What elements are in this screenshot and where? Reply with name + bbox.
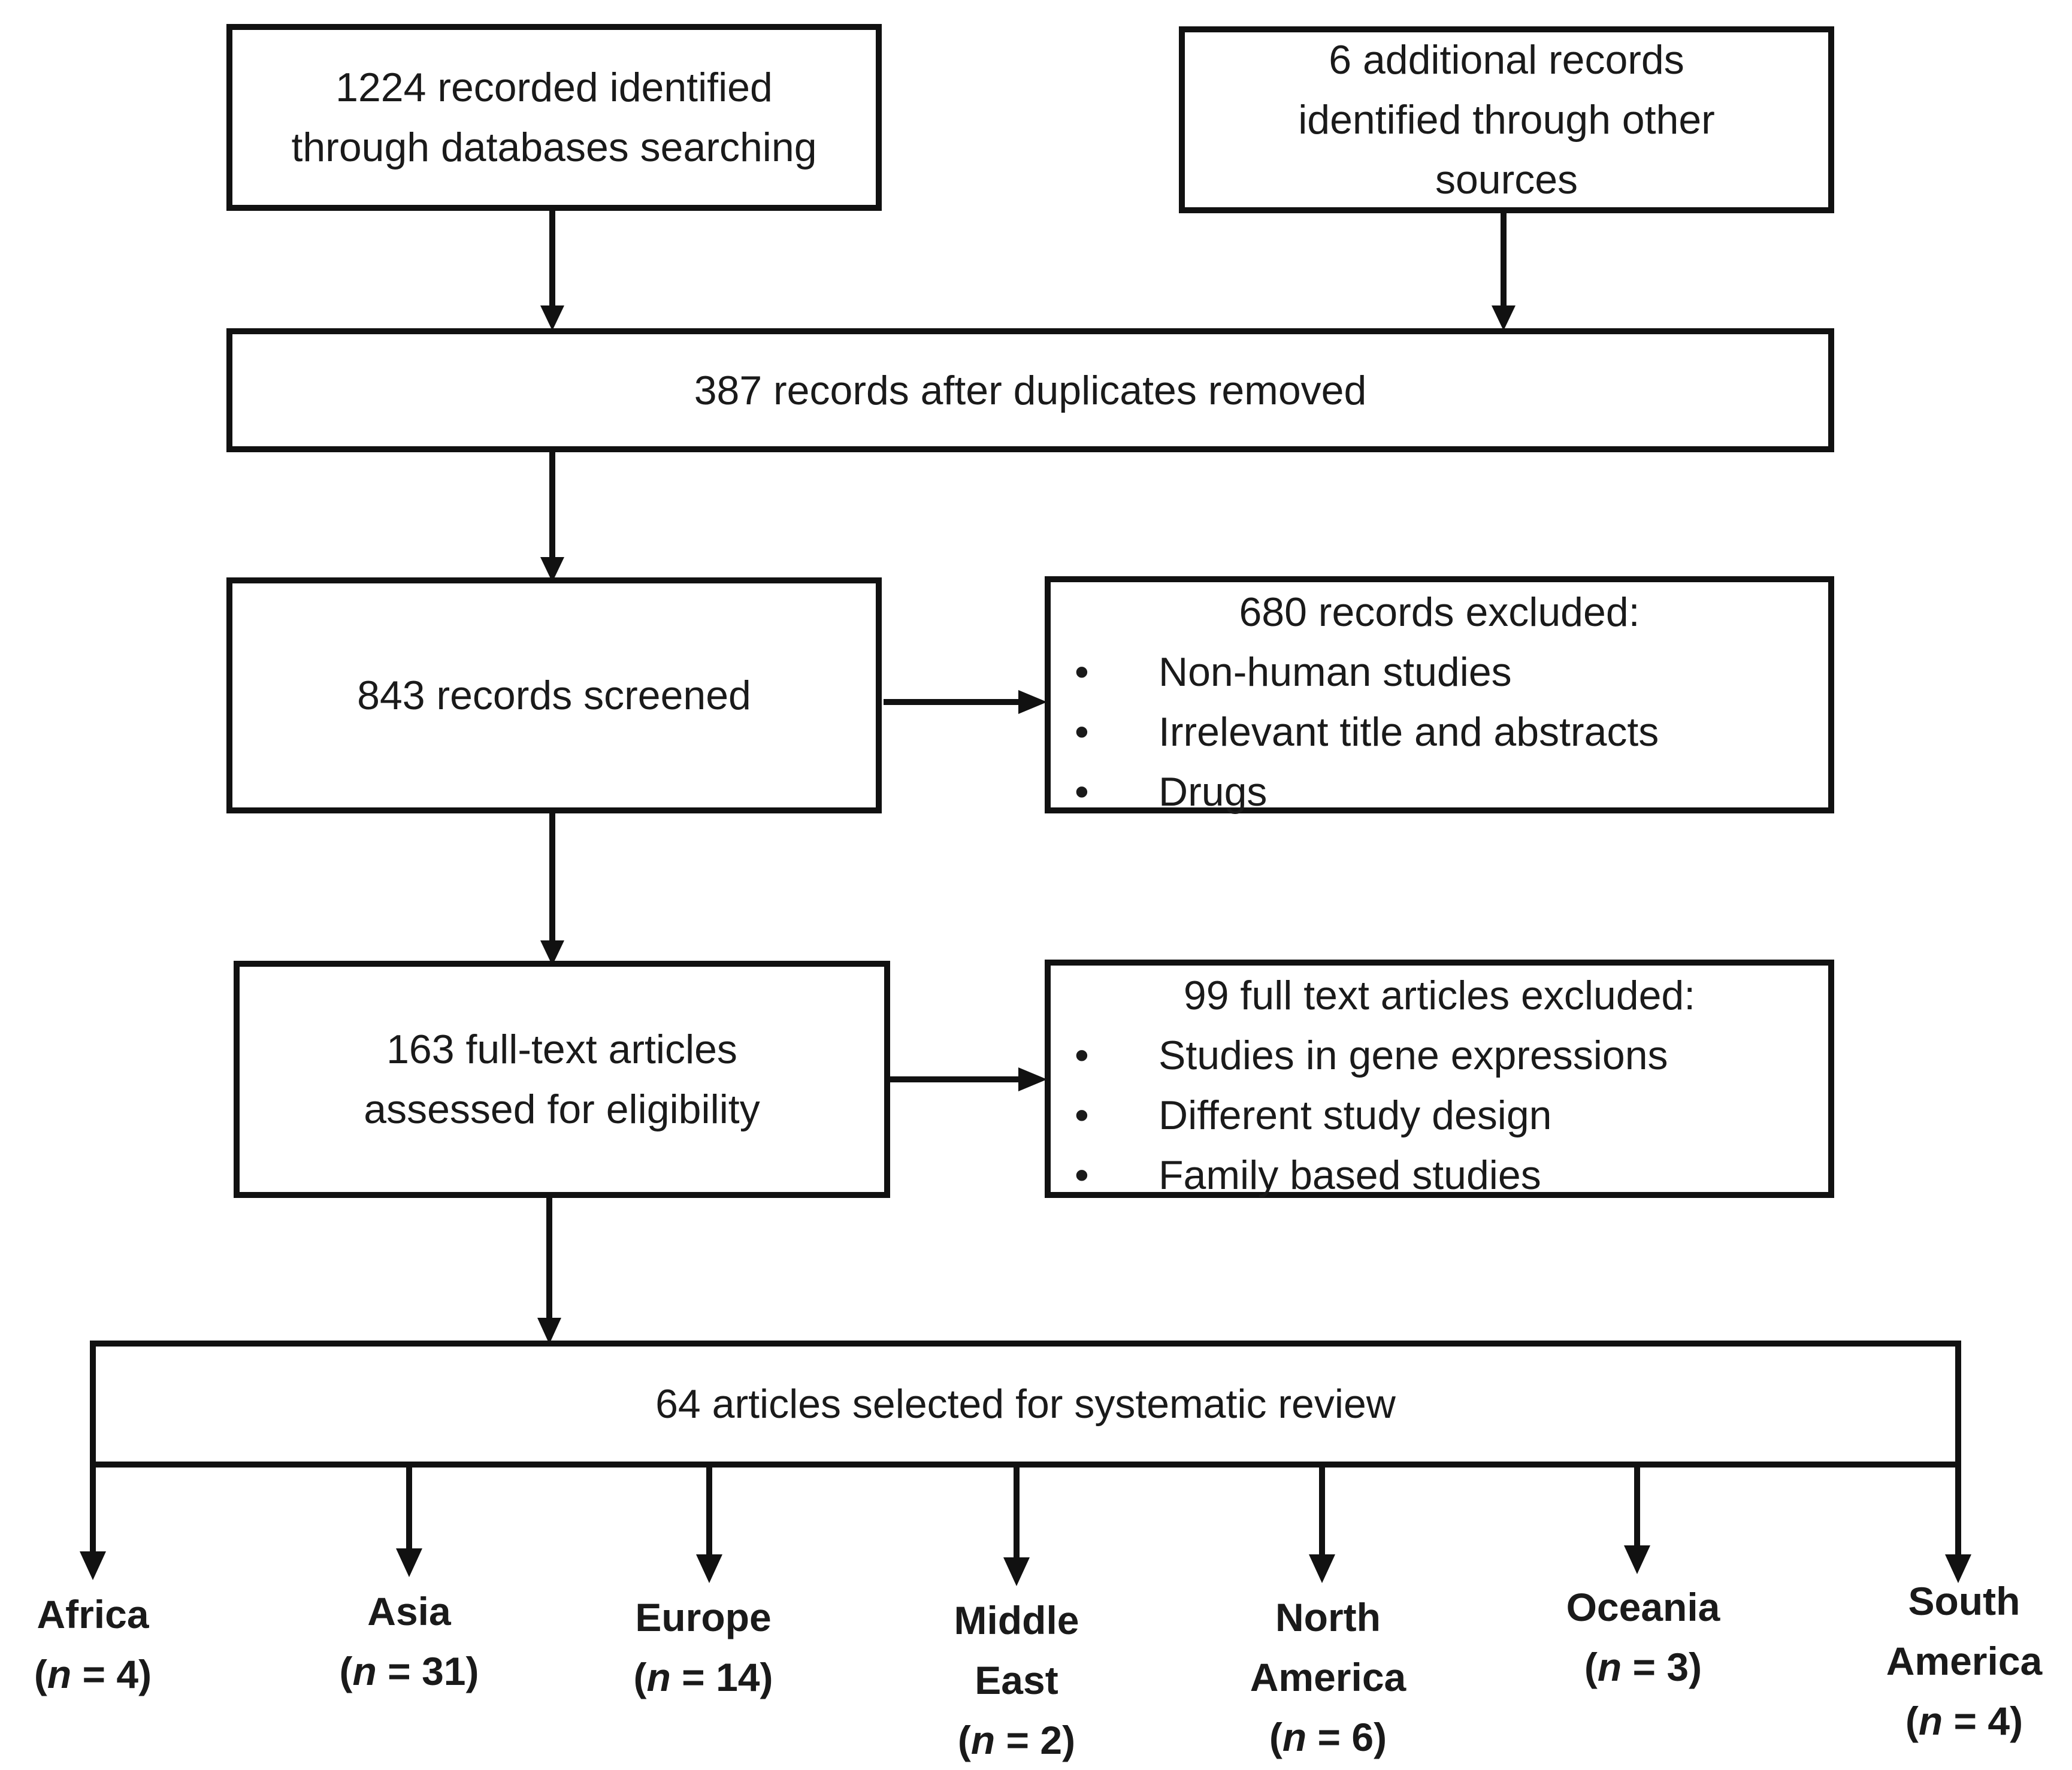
arrowhead-oceania xyxy=(1624,1545,1650,1574)
n-label: n xyxy=(1918,1699,1943,1743)
region-count: (n = 31) xyxy=(339,1649,479,1693)
list-item-text: Family based studies xyxy=(1158,1152,1541,1198)
bullet-icon: • xyxy=(1075,1152,1089,1198)
bullet-icon: • xyxy=(1075,769,1089,815)
list-item-text: Non-human studies xyxy=(1158,649,1512,695)
n-value: 3 xyxy=(1666,1645,1689,1689)
arrowhead-fulltext xyxy=(540,940,564,966)
n-label: n xyxy=(352,1649,377,1693)
box-other-sources: 6 additional records identified through … xyxy=(1179,26,1834,213)
box-line: 64 articles selected for systematic revi… xyxy=(655,1381,1396,1427)
region-middle-east: Middle East (n = 2) xyxy=(927,1590,1106,1770)
arrowhead-other xyxy=(1492,305,1516,331)
region-name: South xyxy=(1908,1579,2020,1623)
n-value: 31 xyxy=(422,1649,466,1693)
arrowhead-selected xyxy=(537,1318,561,1344)
region-north-america: North America (n = 6) xyxy=(1232,1587,1424,1767)
box-line: assessed for eligibility xyxy=(364,1087,760,1132)
region-count: (n = 14) xyxy=(633,1655,773,1699)
n-label: n xyxy=(1597,1645,1622,1689)
arrowhead-south-america xyxy=(1945,1554,1971,1583)
arrowhead-asia xyxy=(396,1548,422,1577)
region-name: America xyxy=(1886,1639,2043,1683)
box-selected-articles: 64 articles selected for systematic revi… xyxy=(90,1341,1961,1468)
list-item: • Non-human studies xyxy=(1051,642,1828,702)
region-name: Oceania xyxy=(1566,1585,1720,1629)
arrowhead-middle-east xyxy=(1003,1557,1030,1586)
arrowhead-db xyxy=(540,305,564,331)
box-line: 6 additional records xyxy=(1329,37,1684,83)
n-value: 6 xyxy=(1351,1715,1374,1759)
box-line: 163 full-text articles xyxy=(386,1027,737,1072)
arrowhead-north-america xyxy=(1309,1554,1335,1583)
region-europe: Europe (n = 14) xyxy=(613,1587,793,1707)
box-records-screened: 843 records screened xyxy=(226,577,882,813)
box-line: identified through other xyxy=(1298,97,1715,143)
list-item-text: Different study design xyxy=(1158,1093,1552,1138)
region-count: (n = 2) xyxy=(957,1718,1076,1762)
list-item: • Drugs xyxy=(1051,762,1828,822)
arrowhead-excl2 xyxy=(1018,1067,1047,1091)
box-database-search: 1224 recorded identified through databas… xyxy=(226,24,882,211)
region-south-america: South America (n = 4) xyxy=(1868,1571,2060,1751)
list-item: • Different study design xyxy=(1051,1085,1828,1145)
region-count: (n = 3) xyxy=(1584,1645,1702,1689)
box-line: sources xyxy=(1435,157,1578,202)
n-value: 14 xyxy=(716,1655,760,1699)
box-line: 1224 recorded identified xyxy=(335,65,773,110)
box-line: 843 records screened xyxy=(357,673,751,718)
box-excluded-fulltext: 99 full text articles excluded: • Studies… xyxy=(1045,960,1834,1198)
bullet-icon: • xyxy=(1075,1033,1089,1078)
box-fulltext-assessed: 163 full-text articles assessed for elig… xyxy=(234,961,890,1198)
n-label: n xyxy=(646,1655,671,1699)
region-oceania: Oceania (n = 3) xyxy=(1547,1577,1739,1697)
region-count: (n = 6) xyxy=(1269,1715,1387,1759)
region-name: Europe xyxy=(635,1595,772,1639)
n-label: n xyxy=(47,1652,72,1696)
n-value: 4 xyxy=(1988,1699,2010,1743)
bullet-icon: • xyxy=(1075,1093,1089,1138)
excluded-list: • Non-human studies • Irrelevant title and… xyxy=(1051,642,1828,822)
region-name: Asia xyxy=(367,1589,451,1633)
list-item-text: Studies in gene expressions xyxy=(1158,1033,1668,1078)
list-item-text: Drugs xyxy=(1158,769,1268,815)
region-name: Africa xyxy=(37,1592,149,1636)
excluded-heading: 680 records excluded: xyxy=(1239,589,1640,635)
box-after-duplicates: 387 records after duplicates removed xyxy=(226,328,1834,452)
box-line: through databases searching xyxy=(291,125,817,170)
region-asia: Asia (n = 31) xyxy=(319,1581,499,1701)
region-name: East xyxy=(975,1658,1058,1702)
region-name: Middle xyxy=(954,1598,1079,1642)
arrowhead-excl1 xyxy=(1018,690,1047,714)
n-label: n xyxy=(970,1718,996,1762)
region-name: America xyxy=(1250,1655,1406,1699)
region-count: (n = 4) xyxy=(34,1652,152,1696)
n-label: n xyxy=(1282,1715,1307,1759)
list-item-text: Irrelevant title and abstracts xyxy=(1158,709,1659,755)
region-count: (n = 4) xyxy=(1905,1699,2023,1743)
arrowhead-europe xyxy=(696,1554,722,1583)
arrowhead-screened xyxy=(540,557,564,582)
list-item: • Irrelevant title and abstracts xyxy=(1051,702,1828,762)
bullet-icon: • xyxy=(1075,709,1089,755)
bullet-icon: • xyxy=(1075,649,1089,695)
box-line: 387 records after duplicates removed xyxy=(694,367,1367,413)
n-value: 2 xyxy=(1040,1718,1063,1762)
region-name: North xyxy=(1275,1595,1381,1639)
box-excluded-screening: 680 records excluded: • Non-human studies… xyxy=(1045,576,1834,815)
list-item: • Studies in gene expressions xyxy=(1051,1025,1828,1085)
n-value: 4 xyxy=(116,1652,139,1696)
excluded-list: • Studies in gene expressions • Different … xyxy=(1051,1025,1828,1205)
region-africa: Africa (n = 4) xyxy=(3,1584,183,1704)
list-item: • Family based studies xyxy=(1051,1145,1828,1205)
excluded-heading: 99 full text articles excluded: xyxy=(1183,973,1696,1018)
arrowhead-africa xyxy=(80,1551,106,1580)
